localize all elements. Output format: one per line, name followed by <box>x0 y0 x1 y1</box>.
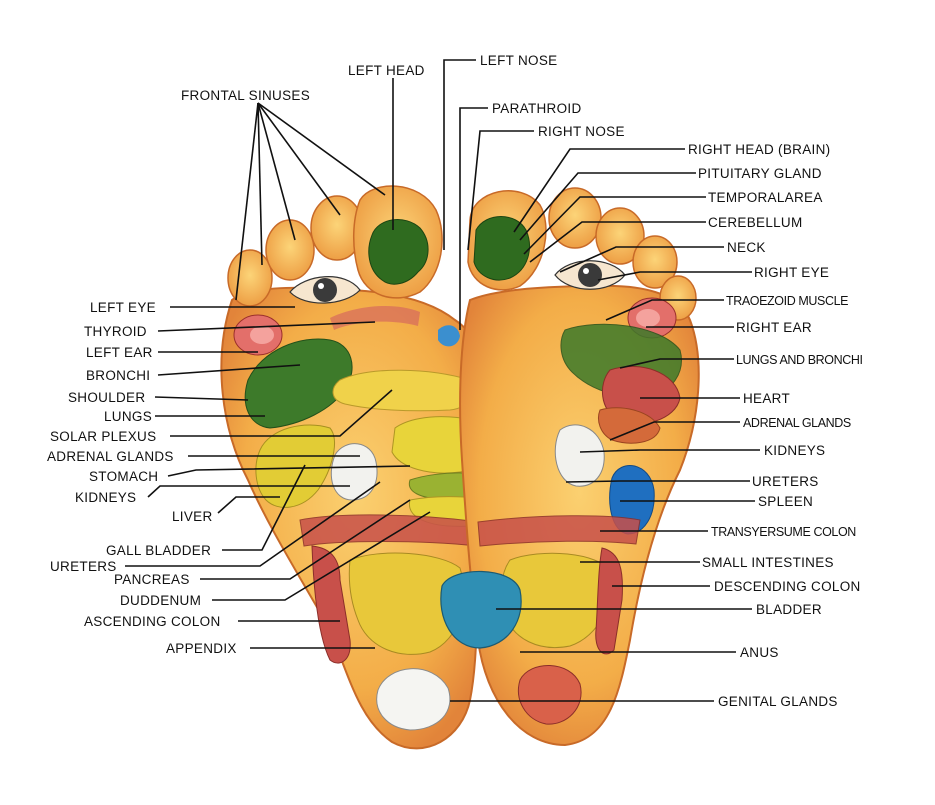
label-frontal-sinuses: FRONTAL SINUSES <box>181 88 310 103</box>
right-transverse-colon-zone <box>477 515 641 547</box>
right-labels: RIGHT HEAD (BRAIN) PITUITARY GLAND TEMPO… <box>688 142 863 709</box>
left-eye-zone <box>289 276 361 304</box>
label-parathroid: PARATHROID <box>492 101 582 116</box>
label-duodenum: DUDDENUM <box>120 593 201 608</box>
label-shoulder: SHOULDER <box>68 390 145 405</box>
bladder-zone <box>440 570 522 649</box>
right-fourth-toe <box>632 235 678 289</box>
label-pancreas: PANCREAS <box>114 572 190 587</box>
label-ascending-colon: ASCENDING COLON <box>84 614 221 629</box>
label-solar-plexus: SOLAR PLEXUS <box>50 429 156 444</box>
left-head-zone <box>368 219 429 285</box>
top-labels: FRONTAL SINUSES LEFT HEAD LEFT NOSE PARA… <box>181 53 625 139</box>
label-liver: LIVER <box>172 509 213 524</box>
label-appendix: APPENDIX <box>166 641 237 656</box>
thyroid-zone <box>330 305 420 330</box>
label-lungs: LUNGS <box>104 409 152 424</box>
left-genital-zone <box>376 668 451 731</box>
left-little-toe <box>227 249 273 307</box>
label-heart: HEART <box>743 391 790 406</box>
left-foot <box>220 185 513 750</box>
anus-zone <box>518 665 582 725</box>
ascending-colon-zone <box>311 545 351 664</box>
label-spleen: SPLEEN <box>758 494 813 509</box>
label-thyroid: THYROID <box>84 324 147 339</box>
label-right-head: RIGHT HEAD (BRAIN) <box>688 142 830 157</box>
label-cerebellum: CEREBELLUM <box>708 215 803 230</box>
label-right-adrenal-glands: ADRENAL GLANDS <box>743 416 851 430</box>
right-foot <box>459 187 700 747</box>
label-descending-colon: DESCENDING COLON <box>714 579 861 594</box>
label-lungs-bronchi: LUNGS AND BRONCHI <box>736 353 863 367</box>
left-fourth-toe <box>265 219 315 281</box>
leader-lines <box>125 59 760 702</box>
left-nose-zone <box>438 325 460 347</box>
label-pituitary-gland: PITUITARY GLAND <box>698 166 822 181</box>
left-solar-plexus-zone <box>332 369 475 412</box>
label-gall-bladder: GALL BLADDER <box>106 543 211 558</box>
label-left-ureters: URETERS <box>50 559 117 574</box>
label-left-kidneys: KIDNEYS <box>75 490 136 505</box>
label-left-nose: LEFT NOSE <box>480 53 557 68</box>
left-small-intestines-zone <box>348 552 465 655</box>
label-bronchi: BRONCHI <box>86 368 150 383</box>
left-labels: LEFT EYE THYROID LEFT EAR BRONCHI SHOULD… <box>47 300 237 656</box>
left-kidney-zone <box>330 443 378 501</box>
label-right-eye: RIGHT EYE <box>754 265 829 280</box>
label-trapezoid-muscle: TRAOEZOID MUSCLE <box>726 294 848 308</box>
label-temporal-area: TEMPORALAREA <box>708 190 823 205</box>
label-neck: NECK <box>727 240 766 255</box>
label-bladder: BLADDER <box>756 602 822 617</box>
label-right-ear: RIGHT EAR <box>736 320 812 335</box>
label-right-kidneys: KIDNEYS <box>764 443 825 458</box>
label-small-intestines: SMALL INTESTINES <box>702 555 834 570</box>
label-left-eye: LEFT EYE <box>90 300 156 315</box>
label-right-nose: RIGHT NOSE <box>538 124 625 139</box>
right-head-zone <box>473 216 530 281</box>
right-adrenal-zone <box>598 407 661 444</box>
label-stomach: STOMACH <box>89 469 158 484</box>
label-genital-glands: GENITAL GLANDS <box>718 694 838 709</box>
right-kidney-zone <box>554 424 605 487</box>
right-eye-zone <box>554 260 626 290</box>
label-anus: ANUS <box>740 645 779 660</box>
left-ear-zone <box>233 314 283 356</box>
label-left-adrenal-glands: ADRENAL GLANDS <box>47 449 174 464</box>
label-left-ear: LEFT EAR <box>86 345 153 360</box>
label-left-head: LEFT HEAD <box>348 63 425 78</box>
label-transverse-colon: TRANSYERSUME COLON <box>711 525 856 539</box>
label-right-ureters: URETERS <box>752 474 819 489</box>
